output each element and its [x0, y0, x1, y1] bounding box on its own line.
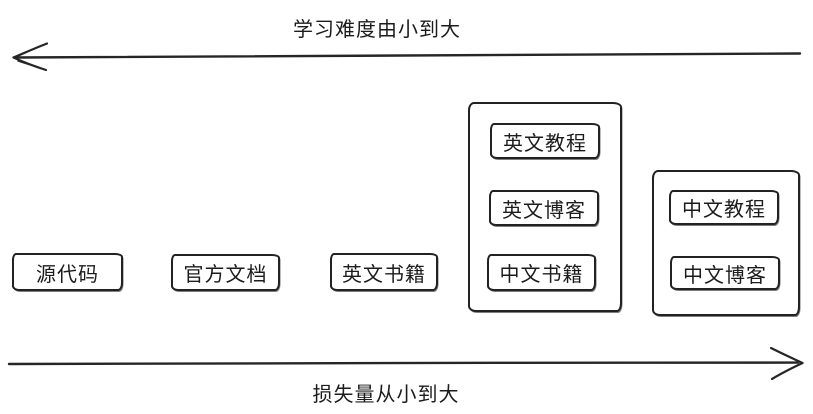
node-official-docs: 官方文档	[171, 254, 280, 291]
node-chinese-tutorials: 中文教程	[669, 190, 779, 225]
difficulty-axis-label: 学习难度由小到大	[293, 19, 461, 41]
node-label: 中文博客	[683, 264, 767, 287]
node-chinese-blogs: 中文博客	[670, 256, 780, 290]
loss-axis-label: 损失量从小到大	[312, 384, 460, 406]
node-label: 中文教程	[682, 199, 766, 221]
node-source-code: 源代码	[12, 253, 123, 291]
arrow-right-icon	[7, 346, 804, 381]
node-label: 英文博客	[502, 199, 586, 222]
node-chinese-books: 中文书籍	[487, 254, 596, 291]
node-label: 英文教程	[503, 132, 587, 155]
group-english-advanced: 英文教程 英文博客 中文书籍	[468, 102, 622, 312]
node-label: 中文书籍	[499, 264, 584, 286]
group-chinese: 中文教程 中文博客	[652, 170, 800, 316]
node-label: 英文书籍	[342, 263, 426, 286]
node-english-books: 英文书籍	[330, 253, 438, 291]
arrow-left-icon	[12, 42, 802, 72]
node-label: 源代码	[36, 263, 99, 286]
node-english-tutorials: 英文教程	[490, 123, 600, 159]
node-english-blogs: 英文博客	[489, 190, 599, 226]
node-label: 官方文档	[183, 264, 268, 286]
